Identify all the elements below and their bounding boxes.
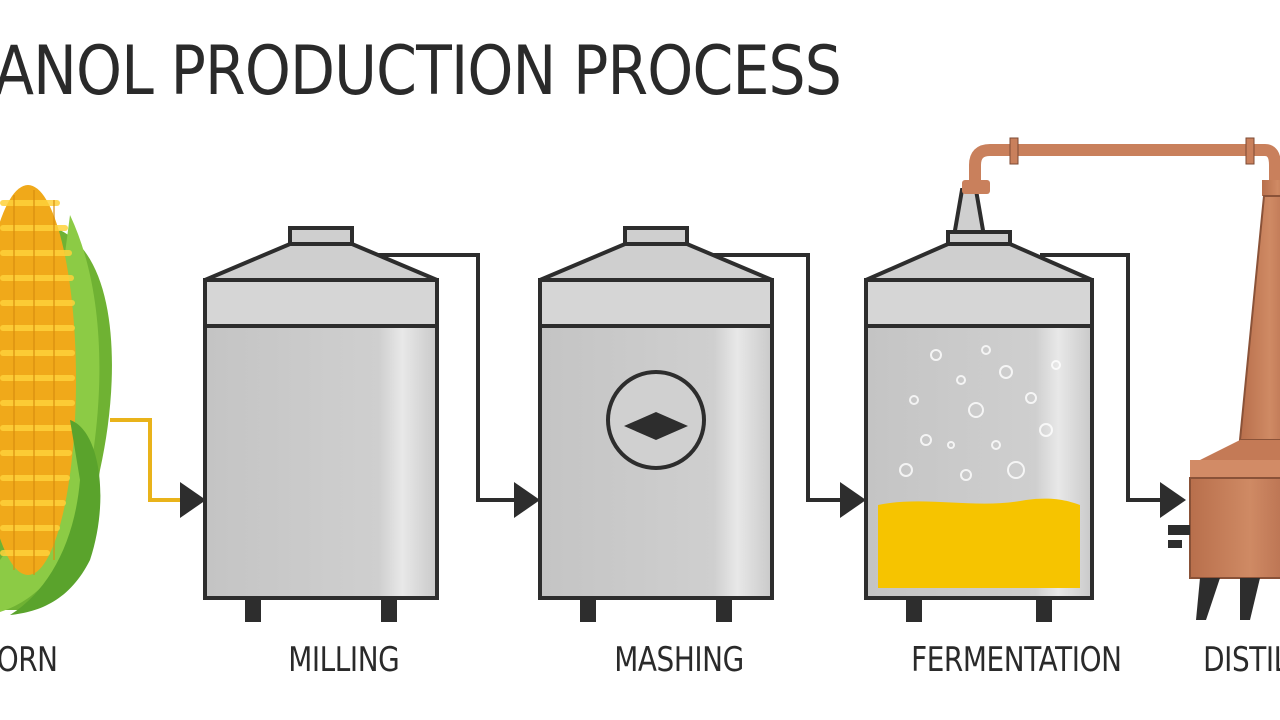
- inlet-arrow-fermentation: [840, 482, 866, 518]
- milling-tank: [203, 226, 439, 622]
- inlet-arrow-mashing: [514, 482, 540, 518]
- page-title: ANOL PRODUCTION PROCESS: [0, 32, 842, 111]
- stage-label-milling: MILLING: [288, 640, 400, 680]
- mixer-icon: [624, 412, 688, 440]
- stage-label-corn: ORN: [0, 640, 58, 680]
- still-icon: [1168, 180, 1280, 620]
- fermentation-tank: [864, 188, 1094, 622]
- mashing-tank: [538, 226, 774, 622]
- stage-label-distillation: DISTILL: [1203, 640, 1280, 680]
- vapor-pipe: [969, 144, 1280, 190]
- stage-label-mashing: MASHING: [614, 640, 744, 680]
- inlet-arrow-milling: [180, 482, 206, 518]
- inlet-arrow-distillation: [1160, 482, 1186, 518]
- fermenting-liquid: [878, 498, 1080, 588]
- pipe-mashing-to-fermentation: [713, 253, 845, 502]
- corn-icon: [0, 185, 112, 615]
- pipe-corn-to-milling: [110, 418, 185, 502]
- stage-label-fermentation: FERMENTATION: [911, 640, 1122, 680]
- bubbles: [899, 345, 1061, 481]
- pipe-milling-to-mashing: [378, 253, 520, 502]
- pipe-fermentation-to-distillation: [1040, 253, 1165, 502]
